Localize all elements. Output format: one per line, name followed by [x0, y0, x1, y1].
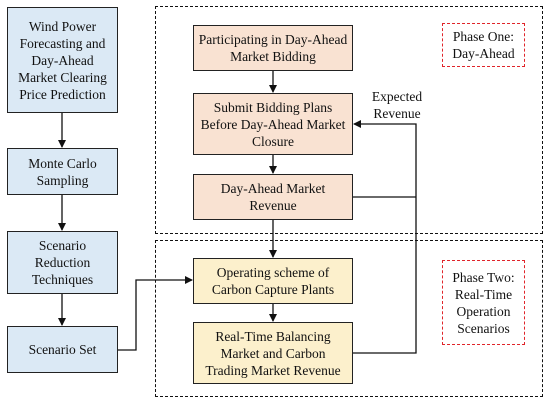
phase-two-label: Phase Two: Real-Time Operation Scenarios [442, 260, 525, 345]
submit-bidding-plans-box: Submit Bidding Plans Before Day-Ahead Ma… [193, 93, 353, 155]
scenario-set-box: Scenario Set [7, 326, 118, 373]
carbon-capture-operating-box: Operating scheme of Carbon Capture Plant… [193, 258, 353, 304]
monte-carlo-box: Monte Carlo Sampling [7, 148, 118, 195]
scenario-reduction-box: Scenario Reduction Techniques [7, 231, 118, 294]
forecast-box: Wind Power Forecasting and Day-Ahead Mar… [7, 7, 118, 113]
phase-two-container [155, 240, 543, 397]
day-ahead-revenue-box: Day-Ahead Market Revenue [193, 174, 353, 220]
day-ahead-bidding-box: Participating in Day-Ahead Market Biddin… [193, 25, 353, 71]
arrow-realtime-feedback [353, 120, 417, 354]
arrow-scenarioset-to-operating [118, 276, 193, 351]
expected-revenue-label: Expected Revenue [371, 89, 423, 121]
real-time-revenue-box: Real-Time Balancing Market and Carbon Tr… [193, 322, 353, 384]
phase-one-label: Phase One: Day-Ahead [442, 23, 525, 67]
phase-one-container [155, 6, 543, 234]
